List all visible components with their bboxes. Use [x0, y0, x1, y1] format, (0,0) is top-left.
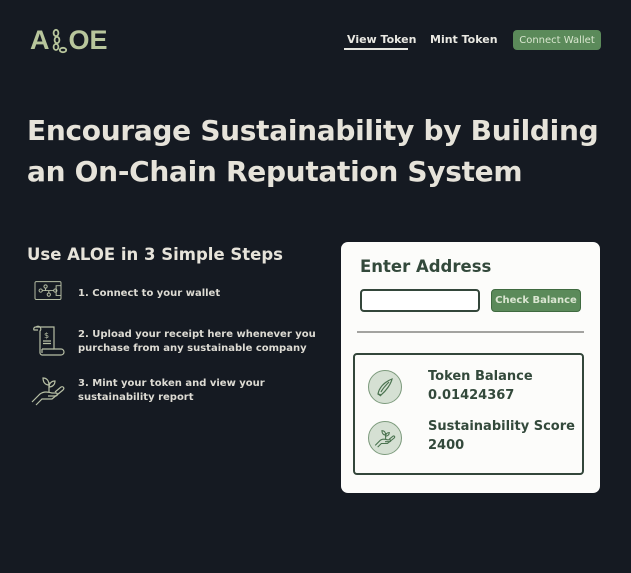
sustainability-score-value: 2400	[428, 438, 465, 453]
step-3: 3. Mint your token and view your sustain…	[30, 374, 265, 406]
token-balance-value: 0.01424367	[428, 388, 515, 403]
logo-letter-a: A	[30, 25, 50, 55]
sustainability-score-badge	[368, 421, 402, 455]
address-input[interactable]	[360, 289, 480, 312]
step-1: 1. Connect to your wallet	[30, 280, 220, 306]
divider	[357, 331, 584, 333]
hero-line-2: an On-Chain Reputation System	[27, 155, 523, 188]
connect-wallet-button[interactable]: Connect Wallet	[513, 30, 601, 50]
chain-icon	[52, 28, 67, 54]
step-2: $ 2. Upload your receipt here whenever y…	[30, 325, 316, 357]
logo-letters-oe: OE	[68, 25, 108, 55]
check-balance-card: Enter Address Check Balance Token Balanc…	[341, 242, 600, 493]
receipt-icon: $	[33, 325, 65, 356]
steps-title: Use ALOE in 3 Simple Steps	[27, 245, 283, 264]
step-1-text: 1. Connect to your wallet	[78, 288, 221, 299]
results-panel: Token Balance 0.01424367 Sustainability …	[353, 353, 584, 475]
check-balance-button[interactable]: Check Balance	[491, 289, 581, 312]
leaf-icon	[377, 378, 393, 397]
step-2-text: 2. Upload your receipt here whenever you…	[78, 329, 316, 354]
hero-line-1: Encourage Sustainability by Building	[27, 114, 599, 147]
active-tab-underline	[344, 48, 408, 50]
hand-plant-icon	[31, 377, 65, 406]
sustainability-score-label: Sustainability Score	[428, 419, 575, 434]
token-balance-badge	[368, 370, 402, 404]
card-title: Enter Address	[360, 257, 492, 276]
hero-heading: Encourage Sustainability by Building an …	[27, 110, 607, 192]
wallet-icon	[34, 281, 62, 300]
token-balance-label: Token Balance	[428, 369, 533, 384]
logo[interactable]: A OE	[30, 26, 108, 54]
nav-mint-token[interactable]: Mint Token	[430, 33, 498, 46]
nav-view-token[interactable]: View Token	[347, 33, 417, 46]
hand-plant-icon	[374, 430, 396, 448]
svg-text:$: $	[44, 331, 49, 340]
step-3-text: 3. Mint your token and view your sustain…	[78, 378, 265, 403]
